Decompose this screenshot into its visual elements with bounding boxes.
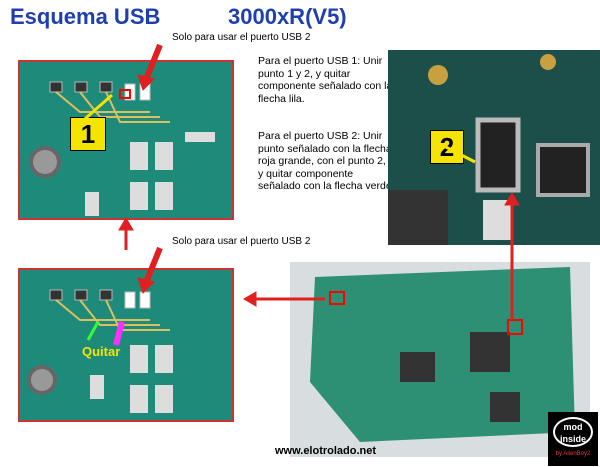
website-link[interactable]: www.elotrolado.net xyxy=(275,445,377,457)
instruction-usb1: Para el puerto USB 1: Unir punto 1 y 2, … xyxy=(258,55,393,105)
mainboard xyxy=(310,267,575,442)
pcb-traces xyxy=(29,81,215,216)
note-top: Solo para usar el puerto USB 2 xyxy=(172,32,311,43)
page-title: Esquema USB xyxy=(10,4,161,29)
pcb-closeup-point2: 2 xyxy=(388,50,600,245)
instruction-usb2: Para el puerto USB 2: Unir punto señalad… xyxy=(258,130,392,192)
pcb-traces xyxy=(27,289,173,413)
model-title: 3000xR(V5) xyxy=(228,4,347,29)
pcb-closeup-usb2: Quitar xyxy=(18,268,234,422)
mod-inside-logo: mod inside by AlienBoy2 xyxy=(548,412,598,466)
lila-arrow xyxy=(113,321,125,346)
point-1-marker: 1 xyxy=(70,117,106,151)
point-2-marker: 2 xyxy=(430,130,464,164)
component-photo xyxy=(388,54,590,245)
logo-line2: inside xyxy=(559,434,586,444)
note-bottom: Solo para usar el puerto USB 2 xyxy=(172,236,311,247)
board-photo xyxy=(290,262,590,457)
remove-label: Quitar xyxy=(82,344,121,359)
pcb-closeup-usb1: 1 xyxy=(18,60,234,220)
logo-by: by AlienBoy2 xyxy=(555,451,591,457)
logo-line1: mod xyxy=(563,422,583,432)
green-arrow xyxy=(86,321,100,341)
